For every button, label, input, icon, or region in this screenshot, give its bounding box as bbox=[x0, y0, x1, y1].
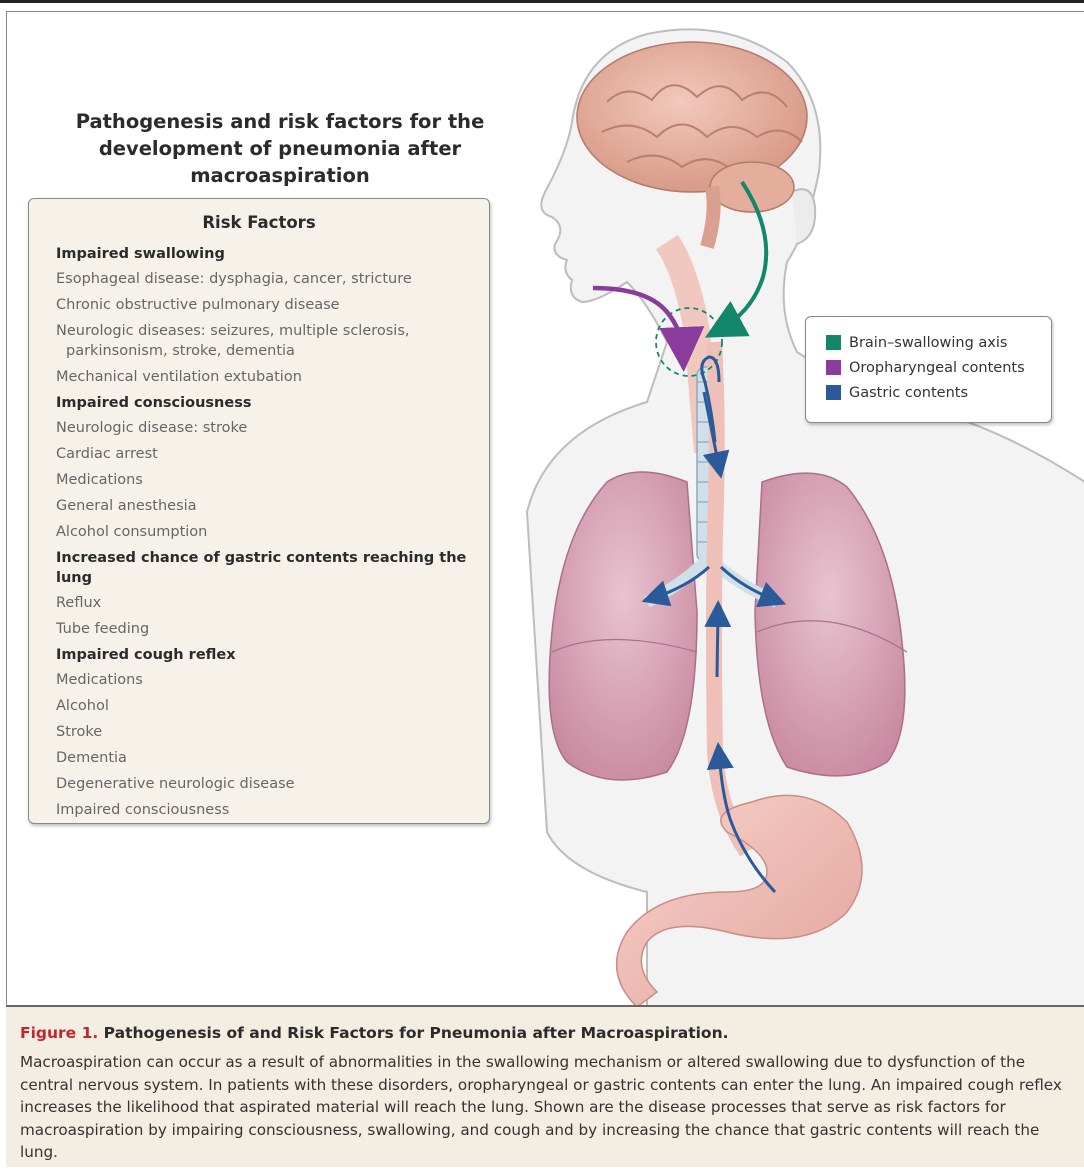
legend-row: Oropharyngeal contents bbox=[826, 355, 1051, 380]
risk-item: Dementia bbox=[56, 748, 489, 768]
legend: Brain–swallowing axis Oropharyngeal cont… bbox=[805, 316, 1052, 423]
legend-row: Gastric contents bbox=[826, 380, 1051, 405]
figure-caption-text: Macroaspiration can occur as a result of… bbox=[20, 1051, 1070, 1164]
risk-group-title: Impaired swallowing bbox=[56, 244, 489, 264]
risk-item: Cardiac arrest bbox=[56, 444, 489, 464]
legend-swatch-green bbox=[826, 335, 841, 350]
risk-item: Mechanical ventilation extubation bbox=[56, 367, 489, 387]
risk-item: Alcohol bbox=[56, 696, 489, 716]
legend-swatch-blue bbox=[826, 385, 841, 400]
risk-item: Reflux bbox=[56, 593, 489, 613]
risk-item: Medications bbox=[56, 470, 489, 490]
legend-swatch-purple bbox=[826, 360, 841, 375]
risk-group-gastric: Increased chance of gastric contents rea… bbox=[29, 548, 489, 639]
risk-item: Neurologic disease: stroke bbox=[56, 418, 489, 438]
legend-label: Oropharyngeal contents bbox=[849, 360, 1025, 376]
diagram-title: Pathogenesis and risk factors for the de… bbox=[60, 108, 500, 189]
risk-item: Impaired consciousness bbox=[56, 800, 489, 820]
risk-group-title: Impaired cough reflex bbox=[56, 645, 489, 665]
risk-group-title: Increased chance of gastric contents rea… bbox=[56, 548, 489, 588]
risk-group-title: Impaired consciousness bbox=[56, 393, 489, 413]
risk-item: Esophageal disease: dysphagia, cancer, s… bbox=[56, 269, 489, 289]
figure-caption: Figure 1. Pathogenesis of and Risk Facto… bbox=[6, 1007, 1084, 1167]
legend-row: Brain–swallowing axis bbox=[826, 330, 1051, 355]
risk-item: Tube feeding bbox=[56, 619, 489, 639]
risk-item: Alcohol consumption bbox=[56, 522, 489, 542]
risk-group-consciousness: Impaired consciousness Neurologic diseas… bbox=[29, 393, 489, 542]
risk-factors-box: Risk Factors Impaired swallowing Esophag… bbox=[28, 198, 490, 824]
risk-group-cough: Impaired cough reflex Medications Alcoho… bbox=[29, 645, 489, 820]
risk-item: Medications bbox=[56, 670, 489, 690]
legend-label: Gastric contents bbox=[849, 385, 968, 401]
risk-item: General anesthesia bbox=[56, 496, 489, 516]
risk-factors-heading: Risk Factors bbox=[29, 213, 489, 232]
risk-item: Chronic obstructive pulmonary disease bbox=[56, 295, 489, 315]
figure-number: Figure 1. bbox=[20, 1024, 98, 1042]
risk-item: Stroke bbox=[56, 722, 489, 742]
figure-title: Pathogenesis of and Risk Factors for Pne… bbox=[104, 1024, 729, 1042]
figure-caption-title: Figure 1. Pathogenesis of and Risk Facto… bbox=[20, 1024, 1084, 1042]
risk-group-swallowing: Impaired swallowing Esophageal disease: … bbox=[29, 244, 489, 387]
top-rule bbox=[0, 0, 1084, 3]
legend-label: Brain–swallowing axis bbox=[849, 335, 1007, 351]
risk-item: Degenerative neurologic disease bbox=[56, 774, 489, 794]
risk-item: Neurologic diseases: seizures, multiple … bbox=[56, 321, 489, 361]
